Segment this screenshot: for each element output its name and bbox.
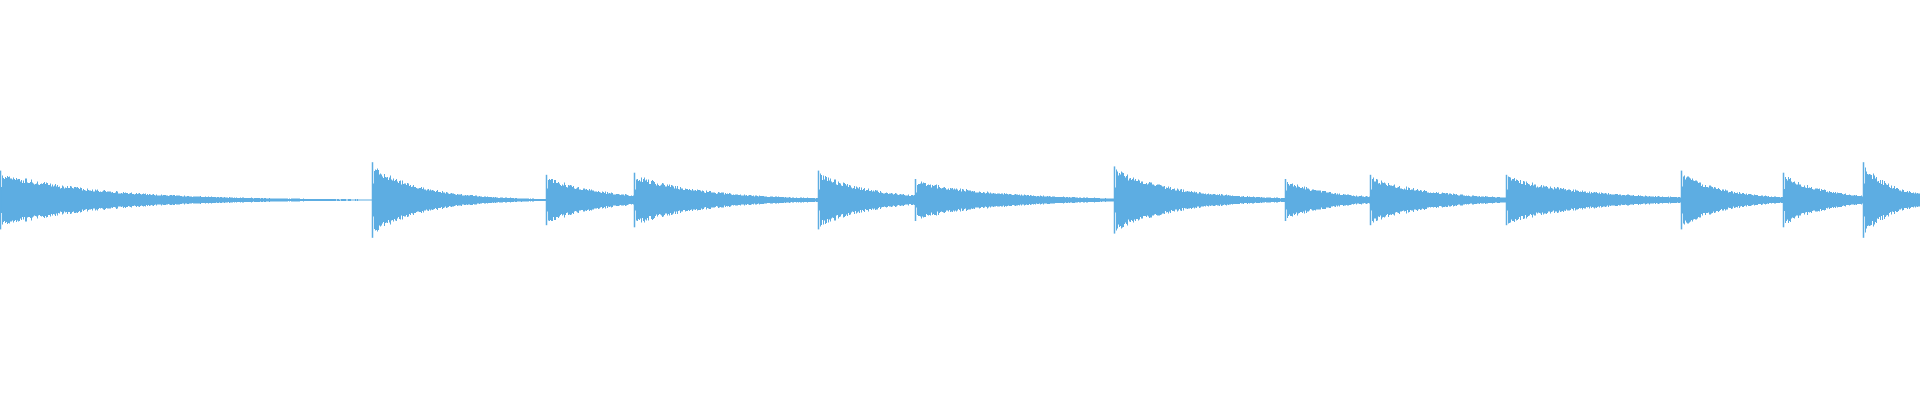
waveform-strokes xyxy=(0,162,1920,238)
waveform-signal xyxy=(1,167,1920,233)
